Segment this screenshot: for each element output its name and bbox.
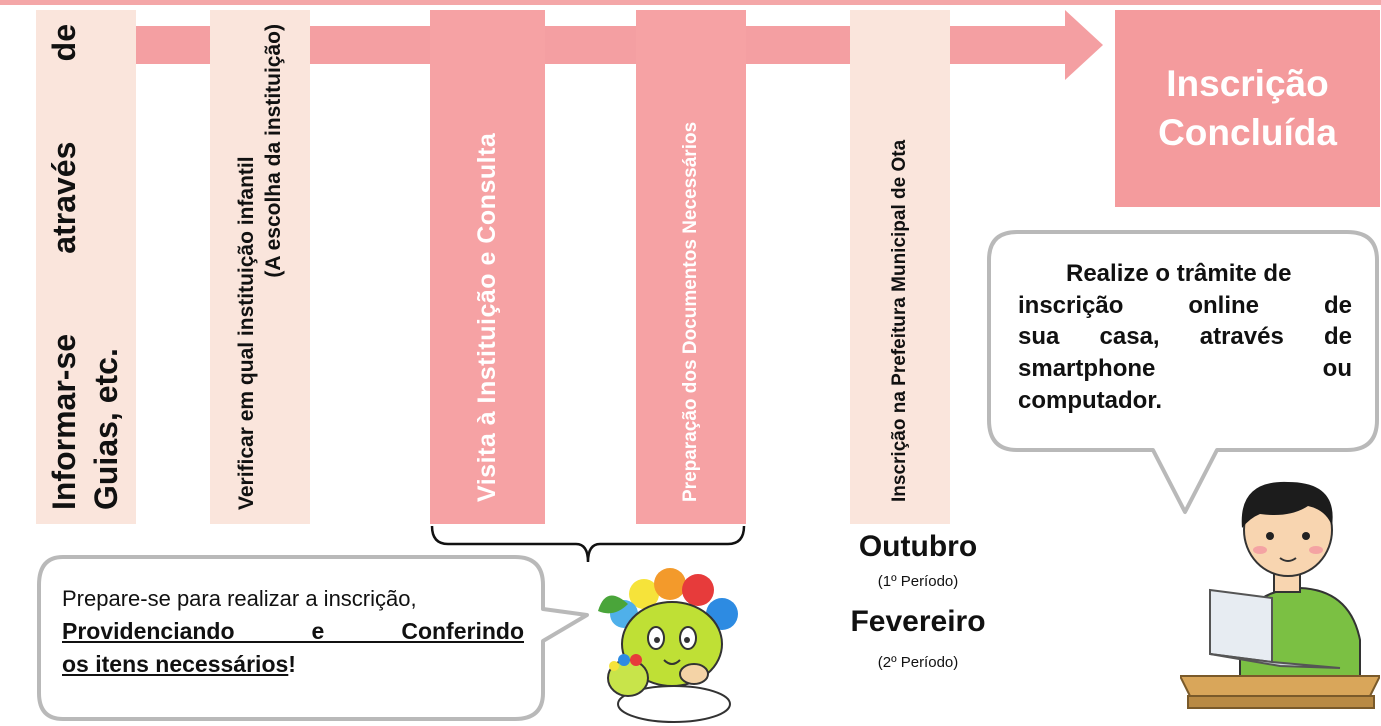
right-bubble-text: Realize o trâmite de inscrição online de… bbox=[1018, 258, 1352, 416]
right-bubble-line-1: Realize o trâmite de bbox=[1066, 260, 1292, 287]
mascot-illustration bbox=[598, 568, 738, 723]
right-bubble-line-5: computador. bbox=[1018, 386, 1163, 414]
right-speech-bubble bbox=[987, 230, 1379, 514]
left-bubble-line-2: Providenciando e Conferindo bbox=[62, 617, 524, 644]
left-speech-bubble bbox=[37, 555, 589, 721]
left-bubble-line-1: Prepare-se para realizar a inscrição, bbox=[62, 586, 417, 611]
right-bubble-line-4a: smartphone bbox=[1018, 355, 1156, 383]
person-laptop-illustration bbox=[1180, 481, 1380, 709]
month-february: Fevereiro bbox=[850, 605, 986, 638]
process-arrow-head bbox=[1065, 10, 1103, 80]
right-bubble-line-2: inscrição online de bbox=[1018, 291, 1352, 319]
left-bubble-line-3: os itens necessários! bbox=[62, 648, 532, 681]
step-3-column: Visita à Instituição e Consulta bbox=[430, 10, 545, 524]
top-border-line bbox=[0, 0, 1381, 5]
period-1: (1º Período) bbox=[877, 573, 959, 590]
right-bubble-line-3: sua casa, através de bbox=[1018, 323, 1352, 351]
step-4-column: Preparação dos Documentos Necessários bbox=[636, 10, 746, 524]
step-3-text: Visita à Instituição e Consulta bbox=[473, 132, 501, 502]
right-bubble-line-4: smartphone ou bbox=[1018, 353, 1352, 385]
left-bubble-line-3-main: os itens necessários bbox=[62, 651, 289, 678]
step-5-column: Inscrição na Prefeitura Municipal de Ota bbox=[850, 10, 950, 524]
step-4-text: Preparação dos Documentos Necessários bbox=[680, 121, 701, 502]
completed-line-1: Inscrição bbox=[1166, 63, 1329, 105]
right-bubble-line-4b: ou bbox=[1322, 355, 1352, 383]
registration-complete-box: Inscrição Concluída bbox=[1115, 10, 1380, 207]
left-bubble-text: Prepare-se para realizar a inscrição, Pr… bbox=[62, 583, 532, 682]
step-2-line-2: (A escolha da instituição) bbox=[262, 24, 285, 278]
grouping-brace bbox=[430, 525, 746, 563]
completed-line-2: Concluída bbox=[1158, 111, 1337, 153]
month-october: Outubro bbox=[858, 530, 978, 563]
step-2-line-1: Verificar em qual instituição infantil bbox=[234, 156, 258, 510]
step-1-line-1: Informar-se através de bbox=[46, 24, 83, 510]
period-2: (2º Período) bbox=[877, 654, 959, 671]
left-bubble-line-3-end: ! bbox=[288, 651, 296, 678]
step-2-column: Verificar em qual instituição infantil (… bbox=[210, 10, 310, 524]
step-5-text: Inscrição na Prefeitura Municipal de Ota bbox=[889, 139, 910, 502]
step-1-column: Informar-se através de Guias, etc. bbox=[36, 10, 136, 524]
step-1-line-2: Guias, etc. bbox=[88, 348, 124, 510]
